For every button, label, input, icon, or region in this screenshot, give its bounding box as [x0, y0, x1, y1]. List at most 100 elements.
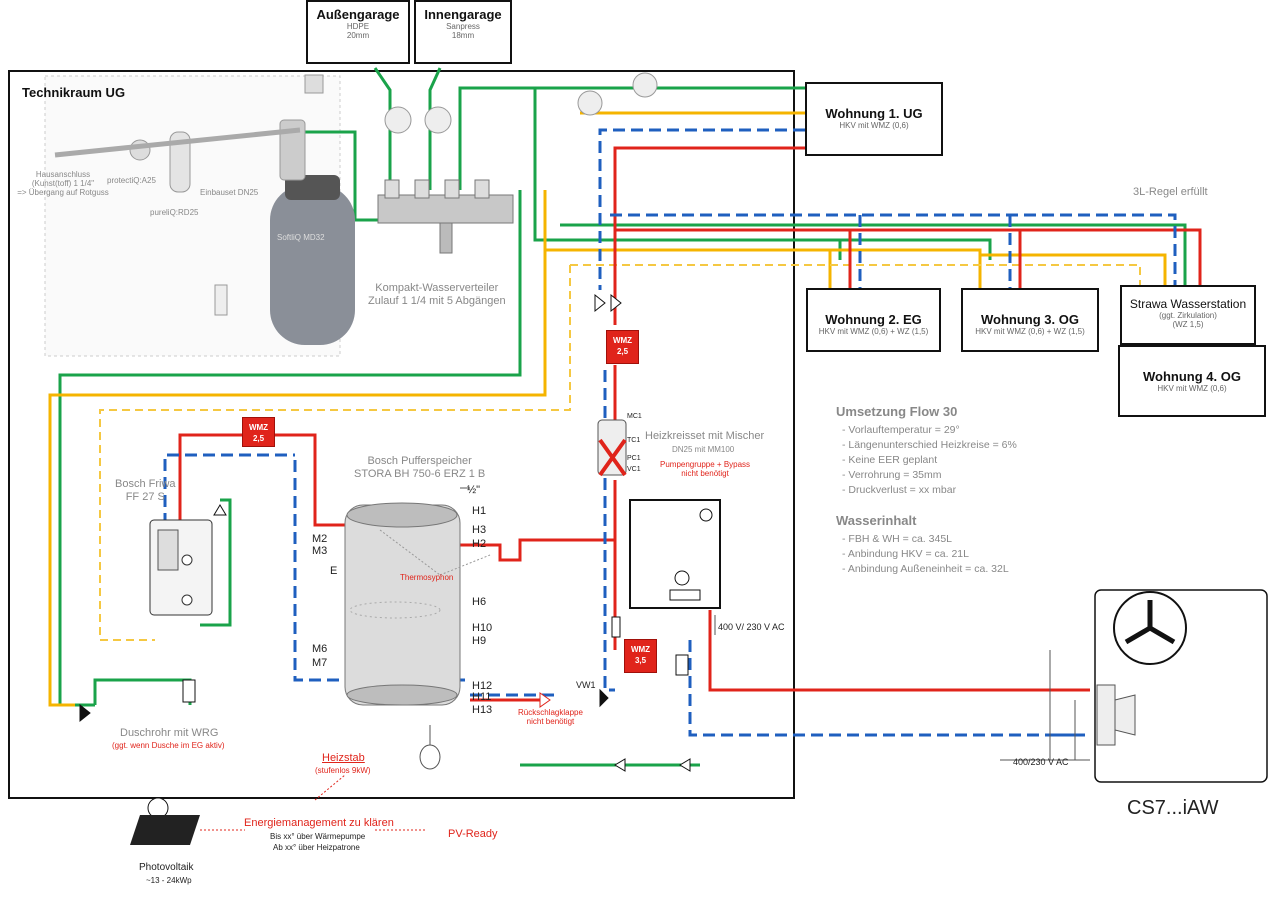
technikraum-title: Technikraum UG	[22, 85, 126, 100]
wohnung-og4-sub: HKV mit WMZ (0,6)	[1157, 384, 1227, 393]
wohnung-og3-title: Wohnung 3. OG	[981, 312, 1079, 327]
port-h12: H12	[472, 680, 493, 692]
valves	[79, 293, 691, 772]
voltage-outdoor: 400/230 V AC	[1013, 757, 1069, 767]
port-h10: H10	[472, 622, 493, 634]
softener	[54, 74, 355, 345]
friwa-station	[149, 519, 213, 616]
port-h9: H9	[472, 635, 487, 647]
pumpengruppe-line1: Pumpengruppe + Bypass	[660, 460, 751, 469]
energie-title: Energiemanagement zu klären	[244, 817, 394, 829]
rueckschlag-line2: nicht benötigt	[526, 717, 575, 727]
port-pc1: PC1	[627, 455, 641, 462]
verteiler-line1: Kompakt-Wasserverteiler	[375, 282, 499, 294]
strawa-sub1: (ggt. Zirkulation)	[1159, 311, 1217, 320]
wmz-badge-waermepumpe: WMZ 3,5	[624, 639, 657, 673]
wmz-badge-friwa-label: WMZ	[248, 423, 269, 432]
innengarage-material: Sanpress	[446, 22, 480, 31]
wasserinhalt-list: - FBH & WH = ca. 345L - Anbindung HKV = …	[842, 532, 1009, 577]
port-h6: H6	[472, 596, 487, 608]
flow30-list: - Vorlauftemperatur = 29° - Längenunters…	[842, 423, 1017, 498]
wohnung-ug-box: Wohnung 1. UG HKV mit WMZ (0,6)	[805, 82, 943, 156]
wmz-badge-heizkreis-label: WMZ	[612, 336, 633, 345]
wasserinhalt-item: - FBH & WH = ca. 345L	[842, 533, 952, 545]
wasserinhalt-item: - Anbindung HKV = ca. 21L	[842, 548, 969, 560]
pumpengruppe-label: Pumpengruppe + Bypass nicht benötigt	[660, 460, 750, 478]
einbauset-label: Einbauset DN25	[200, 188, 259, 197]
softliq-label: SoftliQ MD32	[277, 233, 325, 242]
aussengarage-box: Außengarage HDPE 20mm	[306, 0, 410, 64]
hausanschluss-line2: (Kunst(toff) 1 1/4"	[31, 179, 95, 189]
friwa-line2: FF 27 S	[125, 490, 165, 503]
duschrohr-note: (ggt. wenn Dusche im EG aktiv)	[112, 741, 225, 750]
rueckschlag-line1: Rückschlagklappe	[518, 708, 583, 717]
puffer-label: Bosch Pufferspeicher STORA BH 750-6 ERZ …	[354, 455, 485, 480]
hausanschluss-line3: => Übergang auf Rotguss	[17, 188, 109, 198]
return-lines	[163, 128, 1177, 737]
wohnung-og3-box: Wohnung 3. OG HKV mit WMZ (0,6) + WZ (1,…	[961, 288, 1099, 352]
warm-water-lines	[48, 111, 1167, 707]
manifold	[377, 179, 514, 254]
port-h2: H2	[472, 538, 487, 550]
wasserinhalt-title: Wasserinhalt	[836, 513, 917, 528]
pureliq-label: pureliQ:RD25	[150, 208, 199, 217]
flow30-item: - Längenunterschied Heizkreise = 6%	[842, 439, 1017, 451]
wohnung-eg-title: Wohnung 2. EG	[825, 312, 922, 327]
pv-sub: ~13 - 24kWp	[146, 876, 192, 885]
port-half-inch: ½"	[467, 484, 481, 496]
indoor-module	[629, 499, 721, 609]
wohnung-eg-box: Wohnung 2. EG HKV mit WMZ (0,6) + WZ (1,…	[806, 288, 941, 352]
port-m2: M2	[312, 533, 328, 545]
wmz-badge-friwa-value: 2,5	[252, 434, 265, 443]
friwa-label: Bosch Friwa FF 27 S	[115, 478, 176, 503]
thermosyphon-label: Thermosyphon	[400, 573, 454, 582]
port-h11: H11	[472, 691, 492, 703]
aussengarage-material: HDPE	[346, 22, 370, 31]
port-tc1: TC1	[627, 437, 641, 444]
port-vc1: VC1	[627, 466, 641, 473]
buffer-tank	[344, 487, 470, 770]
wohnung-eg-sub: HKV mit WMZ (0,6) + WZ (1,5)	[818, 327, 929, 336]
aussengarage-size: 20mm	[346, 31, 370, 40]
pv-ready-label: PV-Ready	[448, 828, 498, 840]
wmz-badge-waermepumpe-label: WMZ	[630, 645, 651, 654]
technikraum-frame	[8, 70, 795, 799]
energie-line1: Bis xx° über Wärmepumpe	[270, 832, 366, 841]
wmz-badge-friwa: WMZ 2,5	[242, 417, 275, 447]
wohnung-og3-sub: HKV mit WMZ (0,6) + WZ (1,5)	[975, 327, 1085, 336]
flow30-item: - Druckverlust = xx mbar	[842, 484, 957, 496]
heizkreis-set	[597, 419, 627, 477]
flow30-title: Umsetzung Flow 30	[836, 404, 958, 419]
wmz-badge-waermepumpe-value: 3,5	[634, 656, 647, 665]
innengarage-size: 18mm	[451, 31, 475, 40]
wmz-badge-heizkreis: WMZ 2,5	[606, 330, 639, 364]
heizstab-note: (stufenlos 9kW)	[315, 766, 371, 775]
strawa-sub2: (WZ 1,5)	[1172, 320, 1204, 329]
verteiler-line2: Zulauf 1 1/4 mit 5 Abgängen	[368, 294, 506, 307]
puffer-line1: Bosch Pufferspeicher	[367, 455, 472, 467]
wohnung-og4-box: Wohnung 4. OG HKV mit WMZ (0,6)	[1118, 345, 1266, 417]
vw1-label: VW1	[576, 680, 596, 690]
circulation-lines	[99, 264, 1141, 641]
flow30-item: - Vorlauftemperatur = 29°	[842, 424, 960, 436]
flow30-item: - Verrohrung = 35mm	[842, 469, 942, 481]
regel-label: 3L-Regel erfüllt	[1133, 186, 1208, 198]
wmz-badge-heizkreis-value: 2,5	[616, 347, 629, 356]
heat-pump	[1094, 589, 1268, 783]
supply-lines	[178, 146, 1202, 702]
port-m7: M7	[312, 657, 328, 669]
heizkreis-sub: DN25 mit MM100	[672, 445, 735, 454]
port-m3: M3	[312, 545, 328, 557]
water-meters	[384, 72, 658, 134]
strawa-box: Strawa Wasserstation (ggt. Zirkulation) …	[1120, 285, 1256, 345]
port-h3: H3	[472, 524, 487, 536]
heatpump-model: CS7...iAW	[1127, 797, 1219, 819]
friwa-line1: Bosch Friwa	[115, 478, 176, 490]
hausanschluss-label: Hausanschluss (Kunst(toff) 1 1/4" => Übe…	[8, 170, 118, 198]
energie-line2: Ab xx° über Heizpatrone	[273, 843, 360, 852]
innengarage-box: Innengarage Sanpress 18mm	[414, 0, 512, 64]
verteiler-label: Kompakt-Wasserverteiler Zulauf 1 1/4 mit…	[368, 282, 506, 307]
voltage-indoor: 400 V/ 230 V AC	[718, 622, 785, 632]
aussengarage-title: Außengarage	[316, 7, 400, 22]
